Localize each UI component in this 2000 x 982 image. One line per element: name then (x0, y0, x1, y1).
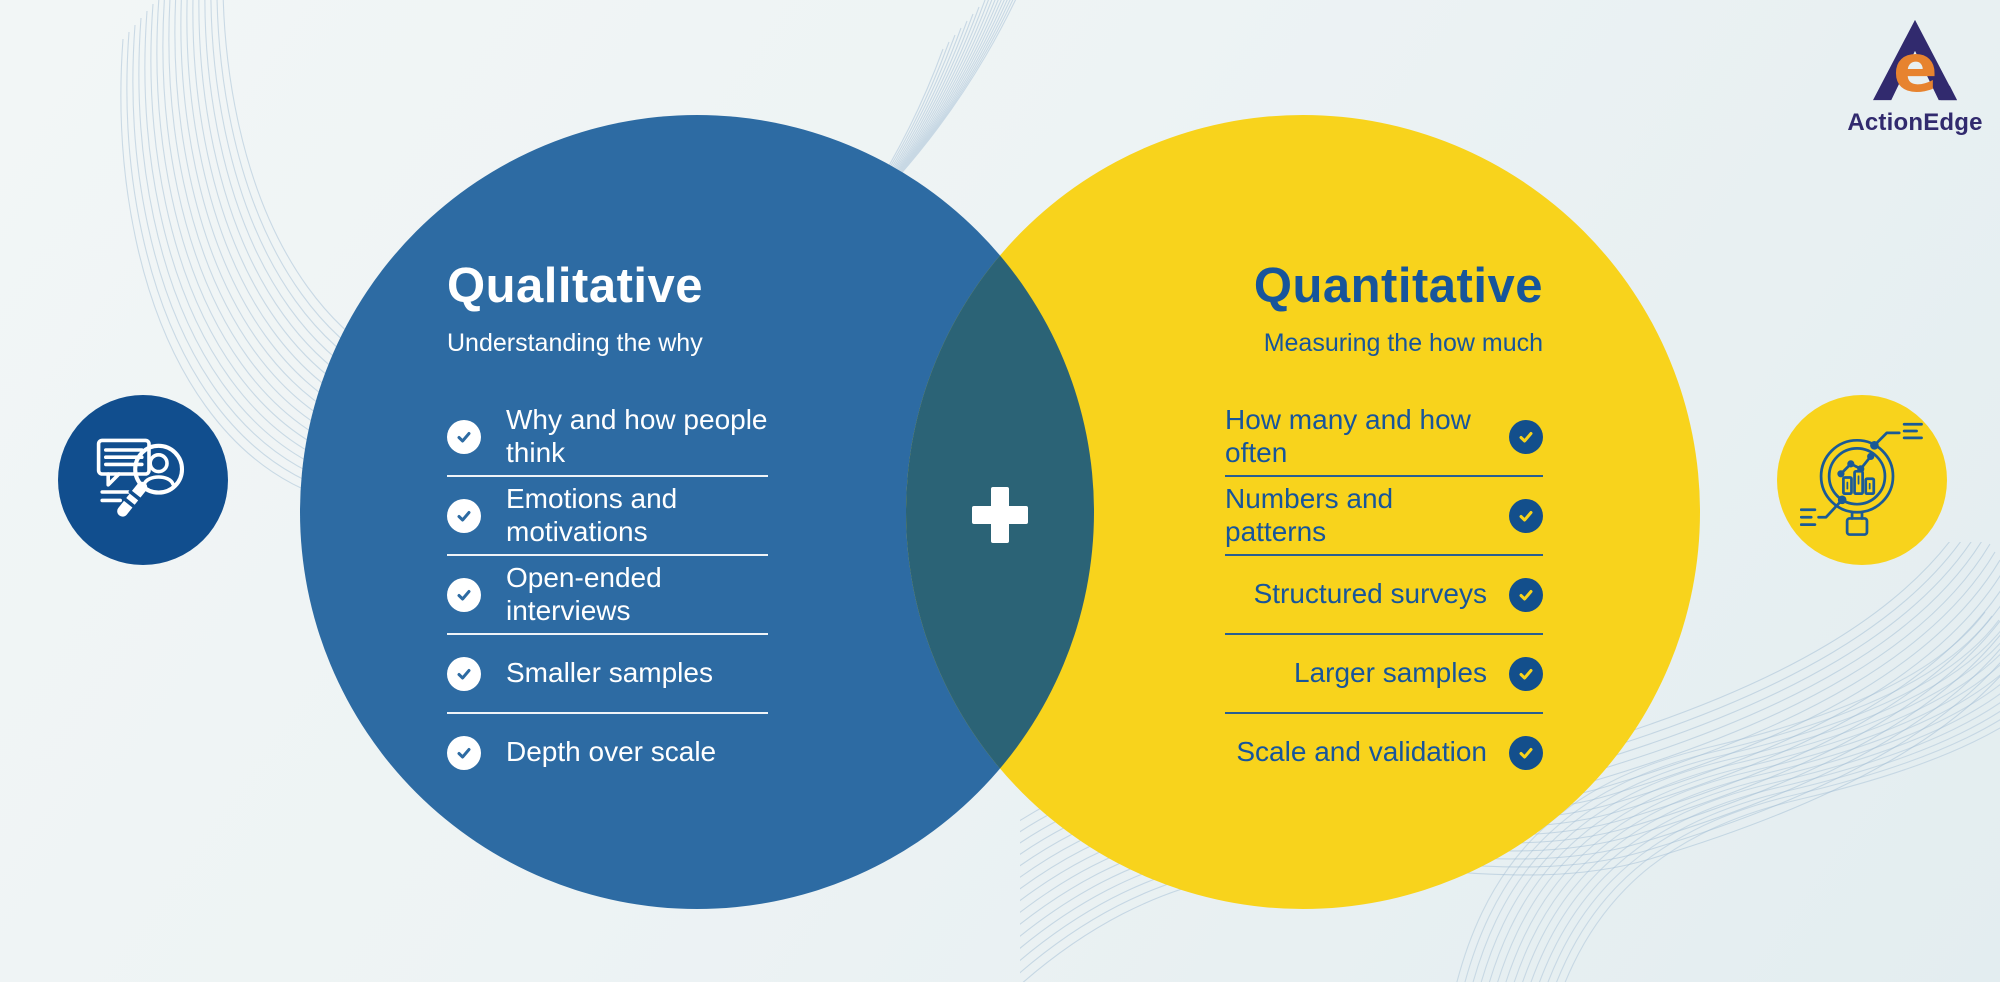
quantitative-list-item: How many and how often (1225, 398, 1543, 477)
brand-name: ActionEdge (1847, 109, 1983, 136)
quantitative-list-item: Scale and validation (1225, 714, 1543, 791)
list-item-label: Emotions and motivations (506, 483, 678, 547)
list-item-label: Open-ended interviews (506, 562, 662, 626)
list-item-label: Numbers and patterns (1225, 483, 1394, 547)
check-icon (1509, 419, 1543, 454)
audience-research-magnifier-icon (58, 395, 228, 565)
list-item-label: Larger samples (1294, 657, 1487, 689)
qualitative-list-item: Open-ended interviews (447, 556, 768, 635)
list-item-label: Why and how people think (506, 404, 768, 468)
check-icon (1509, 577, 1543, 612)
plus-icon (972, 487, 1028, 543)
list-item-label: Structured surveys (1253, 578, 1487, 610)
check-icon (1509, 735, 1543, 770)
check-icon (1509, 498, 1543, 533)
qualitative-list-item: Why and how people think (447, 398, 768, 477)
quantitative-list-item: Larger samples (1225, 635, 1543, 714)
check-icon (447, 419, 481, 454)
list-item-label: How many and how often (1225, 404, 1471, 468)
qualitative-subtitle: Understanding the why (447, 329, 703, 357)
quantitative-list-item: Structured surveys (1225, 556, 1543, 635)
svg-text:e: e (1893, 30, 1938, 102)
check-icon (447, 656, 481, 691)
check-icon (447, 498, 481, 533)
qualitative-header: Qualitative Understanding the why (447, 262, 703, 356)
qualitative-list-item: Emotions and motivations (447, 477, 768, 556)
brand-logo: e ActionEdge (1845, 18, 1985, 137)
qualitative-title: Qualitative (447, 259, 704, 313)
qualitative-list-item: Smaller samples (447, 635, 768, 714)
quantitative-list-item: Numbers and patterns (1225, 477, 1543, 556)
list-item-label: Smaller samples (506, 657, 713, 689)
brand-logo-mark: e (1873, 19, 1957, 107)
quantitative-list: How many and how often Numbers and patte… (1225, 398, 1543, 791)
qualitative-list-item: Depth over scale (447, 714, 768, 791)
data-analysis-scope-icon (1777, 395, 1947, 565)
quantitative-title: Quantitative (1253, 259, 1543, 313)
list-item-label: Scale and validation (1236, 736, 1487, 768)
check-icon (447, 577, 481, 612)
check-icon (447, 735, 481, 770)
list-item-label: Depth over scale (506, 736, 717, 768)
quantitative-subtitle: Measuring the how much (1263, 329, 1543, 357)
check-icon (1509, 656, 1543, 691)
quantitative-header: Quantitative Measuring the how much (1254, 262, 1543, 356)
qualitative-list: Why and how people think Emotions and mo… (447, 398, 768, 791)
